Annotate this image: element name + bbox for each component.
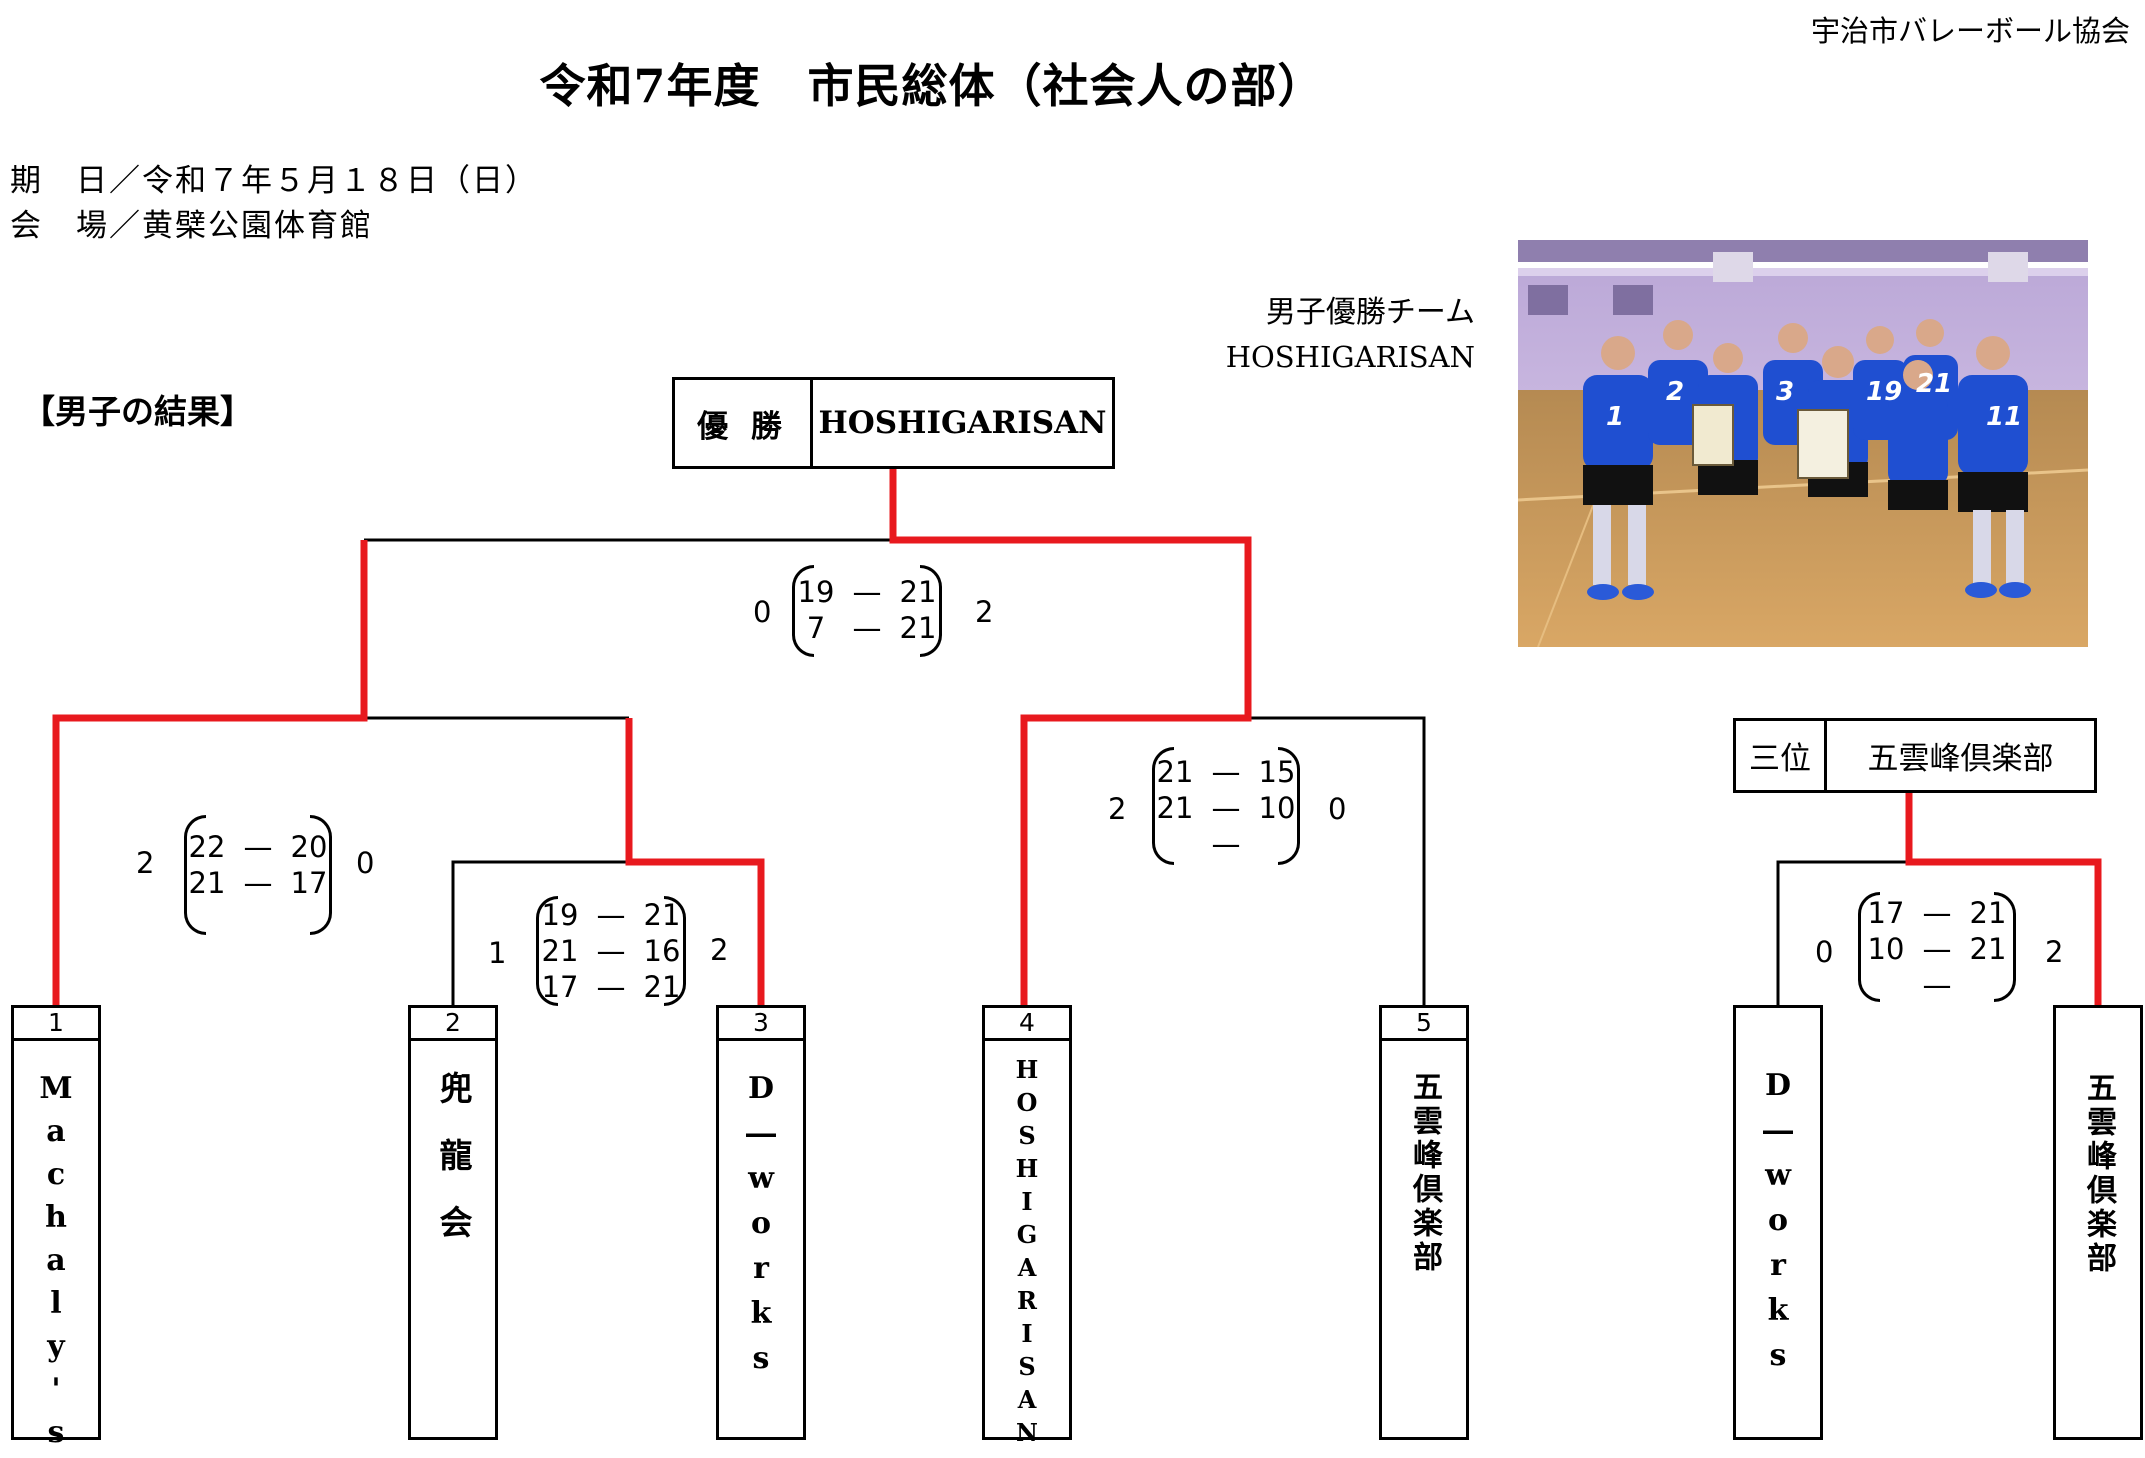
- team-seed: 4: [985, 1008, 1069, 1041]
- third-place-label: 三位: [1736, 721, 1827, 790]
- champion-label: 優 勝: [675, 380, 813, 466]
- final-left-sets: 0: [753, 595, 772, 629]
- match1-right-sets: 0: [356, 846, 375, 880]
- team-seed: 3: [719, 1008, 803, 1041]
- photo-caption-title: 男子優勝チーム: [1265, 295, 1475, 330]
- third-place-team: 五雲峰倶楽部: [1867, 741, 2054, 777]
- match23-scores: 19—21 21—16 17—21: [536, 896, 686, 1006]
- page-title: 令和7年度 市民総体（社会人の部）: [539, 59, 1325, 113]
- svg-text:2: 2: [1666, 377, 1684, 407]
- team-name: 五雲峰倶楽部: [1407, 1071, 1442, 1275]
- match45-left-sets: 2: [1108, 792, 1127, 826]
- svg-text:21: 21: [1916, 369, 1952, 399]
- photo-caption-team: HOSHIGARISAN: [1225, 340, 1475, 374]
- photo-caption: 男子優勝チーム HOSHIGARISAN: [1110, 290, 1475, 380]
- svg-text:1: 1: [1606, 402, 1624, 432]
- semi-right-bar: [1248, 716, 1426, 1005]
- organization-name: 宇治市バレーボール協会: [1810, 14, 2130, 48]
- team-name: D―works: [1760, 1068, 1796, 1383]
- match1-left-sets: 2: [136, 846, 155, 880]
- champion-box: 優 勝 HOSHIGARISAN: [672, 377, 1115, 469]
- team-name: 五雲峰倶楽部: [2081, 1072, 2116, 1276]
- team-box-2: 2 兜龍会: [408, 1005, 498, 1440]
- winner-path-match23: [625, 718, 765, 1005]
- match23-left-sets: 1: [488, 936, 507, 970]
- match23-right-sets: 2: [710, 933, 729, 967]
- section-label: 【男子の結果】: [22, 392, 253, 431]
- bracket-winner-lines: [52, 469, 2102, 1005]
- event-venue: 会 場／黄檗公園体育館: [10, 208, 373, 244]
- match45-right-sets: 0: [1328, 792, 1347, 826]
- team-name: Machaly's: [38, 1071, 74, 1458]
- match1-scores: 22—20 21—17: [184, 815, 332, 935]
- team-seed: 2: [411, 1008, 495, 1041]
- third-team-box-right: 五雲峰倶楽部: [2053, 1005, 2143, 1440]
- third-left-sets: 0: [1815, 935, 1834, 969]
- svg-text:3: 3: [1776, 377, 1794, 407]
- third-scores: 17—21 10—21 —: [1858, 892, 2016, 1002]
- event-date: 期 日／令和７年５月１８日（日）: [10, 163, 538, 199]
- team-name: D―works: [743, 1071, 779, 1386]
- team-seed: 1: [14, 1008, 98, 1041]
- third-right-sets: 2: [2045, 935, 2064, 969]
- team-box-3: 3 D―works: [716, 1005, 806, 1440]
- team-photo: 1 2 3 19 21 11: [1518, 240, 2088, 647]
- winner-path-final: [889, 469, 1252, 1005]
- final-right-sets: 2: [975, 595, 994, 629]
- team-seed: 5: [1382, 1008, 1466, 1041]
- winner-path-semi-left: [52, 540, 368, 1005]
- svg-text:11: 11: [1986, 402, 2022, 432]
- bracket-black-lines: [364, 538, 1909, 1005]
- match23-left: [451, 860, 629, 1005]
- team-name: 兜龍会: [434, 1071, 473, 1272]
- third-team-box-left: D―works: [1733, 1005, 1823, 1440]
- third-left: [1776, 860, 1909, 1005]
- team-box-5: 5 五雲峰倶楽部: [1379, 1005, 1469, 1440]
- champion-team: HOSHIGARISAN: [818, 405, 1107, 441]
- match45-scores: 21—15 21—10 —: [1152, 747, 1300, 865]
- team-box-4: 4 HOSHIGARISAN: [982, 1005, 1072, 1451]
- final-scores: 19—21 7—21: [792, 565, 942, 657]
- svg-text:19: 19: [1866, 377, 1902, 407]
- third-place-box: 三位 五雲峰倶楽部: [1733, 718, 2097, 793]
- team-name: HOSHIGARISAN: [1012, 1055, 1042, 1451]
- winner-path-third: [1905, 793, 2102, 1005]
- team-box-1: 1 Machaly's: [11, 1005, 101, 1458]
